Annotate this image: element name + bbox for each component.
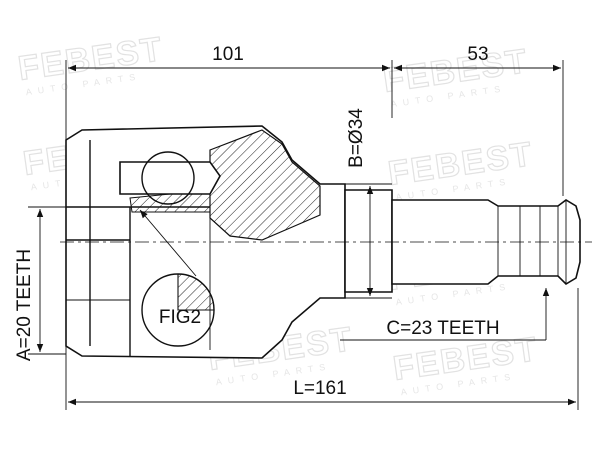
dimension-lines <box>36 64 576 406</box>
diameter-label: B=Ø34 <box>346 108 367 168</box>
spline-detail <box>497 200 567 284</box>
dimension-53-label: 53 <box>467 44 488 65</box>
left-teeth-label: A=20 TEETH <box>14 249 35 361</box>
overall-length-label: L=161 <box>293 378 346 399</box>
cv-joint-body <box>60 125 592 359</box>
spline-teeth-label: C=23 TEETH <box>386 318 499 339</box>
dimension-101-label: 101 <box>212 44 244 65</box>
fig2-callout-label: FIG2 <box>159 307 201 328</box>
